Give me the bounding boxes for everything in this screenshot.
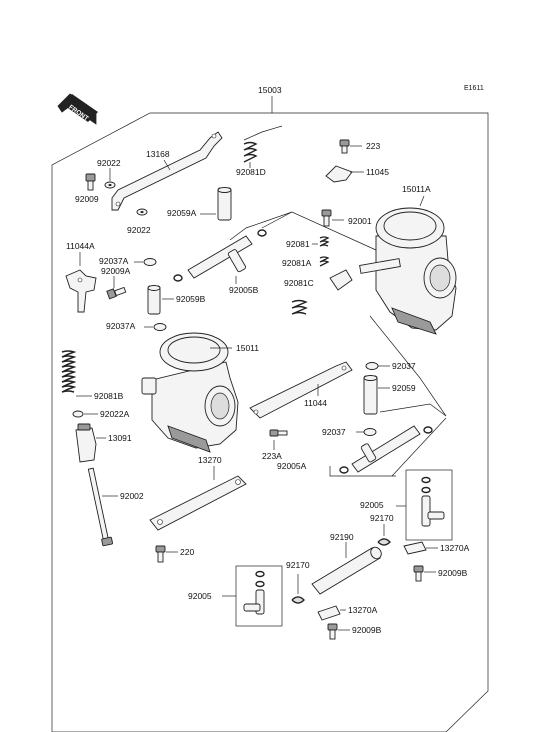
label-13091: 13091 (108, 433, 132, 443)
label-13168: 13168 (146, 149, 170, 159)
label-92037A-1: 92037A (99, 256, 129, 266)
part-13168-bracket (111, 131, 223, 211)
assembly-border (51, 96, 489, 732)
part-223-screw (339, 139, 350, 154)
label-92037A-2: 92037A (106, 321, 136, 331)
part-223A-screw (269, 429, 288, 437)
label-92005A: 92005A (277, 461, 307, 471)
label-92037-2: 92037 (322, 427, 346, 437)
part-92170-clamp-left (291, 596, 305, 604)
part-92009-screw (85, 173, 96, 191)
part-92009A-screw (106, 286, 127, 300)
part-13270A-plate-right (403, 541, 427, 555)
part-15011-carburetor (141, 332, 239, 453)
label-92081B: 92081B (94, 391, 124, 401)
part-92170-clamp-right (377, 538, 391, 546)
label-15011A: 15011A (402, 184, 431, 194)
label-92005B: 92005B (229, 285, 259, 295)
part-92022-washer-mid (136, 208, 148, 216)
part-11044-bracket (249, 361, 353, 419)
part-13270-plate (149, 475, 247, 531)
part-92022-washer-top (104, 181, 116, 189)
label-92022-mid: 92022 (127, 225, 151, 235)
part-92005-fitting-left-box (235, 565, 283, 627)
label-92081A: 92081A (282, 258, 312, 268)
label-11044A: 11044A (66, 241, 95, 251)
part-92009B-screw-left (327, 623, 338, 640)
part-92081-spring (319, 236, 330, 247)
label-92002: 92002 (120, 491, 144, 501)
part-220-screw (155, 545, 166, 563)
part-11044A-bracket (65, 269, 97, 313)
label-92059: 92059 (392, 383, 416, 393)
part-92037A-clip-1 (143, 258, 157, 266)
part-15011A-carburetor (329, 207, 457, 335)
label-11044: 11044 (304, 398, 327, 408)
label-92081: 92081 (286, 239, 310, 249)
part-92081D-spring (243, 125, 283, 163)
label-92081C: 92081C (284, 278, 314, 288)
label-92005-left: 92005 (188, 591, 212, 601)
label-223: 223 (366, 141, 380, 151)
label-92081D: 92081D (236, 167, 266, 177)
label-15011: 15011 (236, 343, 259, 353)
part-92001-screw (321, 209, 332, 227)
label-92190: 92190 (330, 532, 354, 542)
part-92002-bolt (87, 467, 113, 547)
part-92190-hose (311, 546, 382, 595)
label-92059A: 92059A (167, 208, 197, 218)
part-11045-bracket (325, 165, 353, 183)
label-13270: 13270 (198, 455, 222, 465)
label-92059B: 92059B (176, 294, 206, 304)
label-92022A: 92022A (100, 409, 130, 419)
label-92005-right: 92005 (360, 500, 384, 510)
part-13091-holder (75, 423, 97, 463)
label-92009B-right: 92009B (438, 568, 468, 578)
part-92059A-sleeve (217, 187, 232, 221)
label-223A: 223A (262, 451, 282, 461)
label-92009: 92009 (75, 194, 99, 204)
part-92037-clip (365, 362, 379, 370)
reference-code: E1611 (464, 85, 484, 92)
label-92037: 92037 (392, 361, 416, 371)
label-92170-right: 92170 (370, 513, 394, 523)
part-92022A-washer (72, 410, 84, 418)
part-92005-fitting-right-box (405, 469, 453, 541)
part-92005B-fitting (173, 229, 267, 282)
part-92037-clip-2 (363, 428, 377, 436)
part-92005A-fitting (339, 425, 433, 474)
label-92009B-left: 92009B (352, 625, 382, 635)
label-11045: 11045 (366, 167, 389, 177)
part-92009B-screw-right (413, 565, 424, 582)
label-92001: 92001 (348, 216, 372, 226)
label-92009A: 92009A (101, 266, 131, 276)
label-92170-left: 92170 (286, 560, 310, 570)
label-13270A-left: 13270A (348, 605, 378, 615)
assembly-number: 15003 (258, 85, 282, 95)
part-92081C-spring (291, 299, 308, 315)
part-92081A-spring (319, 256, 330, 267)
part-92059-sleeve (363, 375, 378, 415)
part-92081B-spring (61, 350, 77, 393)
part-92059B-sleeve (147, 285, 161, 315)
part-92037A-clip-2 (153, 323, 167, 331)
front-direction-icon: FRONT (57, 93, 98, 125)
part-13270A-plate-left (317, 605, 341, 621)
label-220: 220 (180, 547, 194, 557)
label-92022-top: 92022 (97, 158, 121, 168)
label-13270A-right: 13270A (440, 543, 470, 553)
